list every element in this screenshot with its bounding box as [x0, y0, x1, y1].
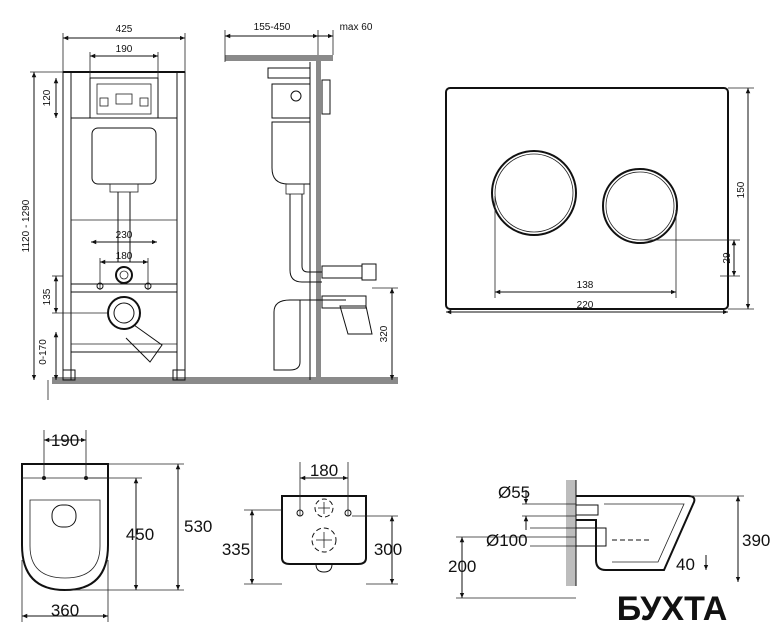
- dim-depth-range: 155-450: [254, 22, 291, 33]
- dim-panel-width: 190: [116, 44, 133, 55]
- brand-logo: БУХТА БУХТА: [614, 582, 731, 632]
- side-cistern: [271, 121, 311, 185]
- dim-plate-height: 150: [736, 181, 747, 198]
- bowl-side-view: Ø55 Ø100 200 40 390: [448, 480, 770, 599]
- dim-button-spacing: 138: [577, 280, 594, 291]
- dim-plate-width: 220: [577, 300, 594, 311]
- side-inlet: [575, 504, 599, 516]
- dim-outlet-diameter: Ø100: [486, 531, 528, 550]
- dim-frame-width: 425: [116, 24, 133, 35]
- dim-inlet-spacing: 180: [116, 251, 133, 262]
- cistern: [91, 127, 157, 185]
- dim-side-outlet-height: 200: [448, 557, 476, 576]
- dim-bowl-gap: 40: [676, 555, 695, 574]
- bowl-side-outline: [576, 495, 696, 571]
- back-inlet-hole: [314, 498, 334, 518]
- frame-post-left: [62, 71, 72, 381]
- brand-logo-shadow: БУХТА: [617, 590, 728, 628]
- brand-logo-text: БУХТА: [617, 590, 728, 628]
- side-drain-bend: [273, 299, 301, 371]
- dim-hole-spacing: 180: [310, 461, 338, 480]
- dim-max-depth: max 60: [340, 22, 373, 33]
- installation-side-view: 155-450 max 60 320: [186, 22, 398, 384]
- dim-mount-height: 300: [374, 540, 402, 559]
- floor-section: [186, 377, 398, 384]
- top-wall: [225, 55, 333, 61]
- side-outlet: [575, 527, 607, 547]
- dim-bowl-width: 360: [51, 601, 79, 620]
- seat-hinge-cover: [51, 504, 77, 528]
- dim-bowl-length: 530: [184, 517, 212, 536]
- frame-post-right: [176, 71, 186, 381]
- bowl-back-outline: [281, 495, 367, 565]
- dim-frame-height: 1120 - 1290: [21, 199, 32, 252]
- flush-plate-outline: [445, 87, 729, 310]
- flush-button-small: [602, 168, 678, 244]
- dim-foot-range: 0-170: [38, 339, 49, 365]
- wall-section: [316, 55, 321, 381]
- dim-outlet-height: 135: [42, 288, 53, 305]
- dim-side-outlet-height: 320: [379, 325, 390, 342]
- bowl-back-view: 180 335 300: [222, 461, 402, 585]
- back-outlet-hole: [311, 527, 337, 553]
- floor-line: [52, 377, 230, 384]
- flush-plate: 150 29 138 220: [445, 87, 754, 315]
- dim-button-offset: 29: [722, 252, 733, 264]
- drain-outlet: [107, 296, 141, 330]
- flush-inlet: [115, 266, 133, 284]
- dim-anchor-spacing: 230: [116, 230, 133, 241]
- dim-inner-length: 450: [126, 525, 154, 544]
- control-panel-opening: [89, 77, 159, 119]
- side-control-box: [271, 83, 311, 119]
- dim-panel-height: 120: [42, 89, 53, 106]
- dim-bowl-height: 335: [222, 540, 250, 559]
- dim-mount-spacing: 190: [51, 431, 79, 450]
- bowl-top-view: 190 450 530 360: [21, 430, 212, 622]
- flush-button-large: [491, 150, 577, 236]
- dim-inlet-diameter: Ø55: [498, 483, 530, 502]
- side-wall-hatch: [566, 480, 576, 586]
- installation-frame-front-view: 425 190 120 1120 - 1290 230 180 135 0-17…: [21, 24, 230, 400]
- dim-bowl-side-height: 390: [742, 531, 770, 550]
